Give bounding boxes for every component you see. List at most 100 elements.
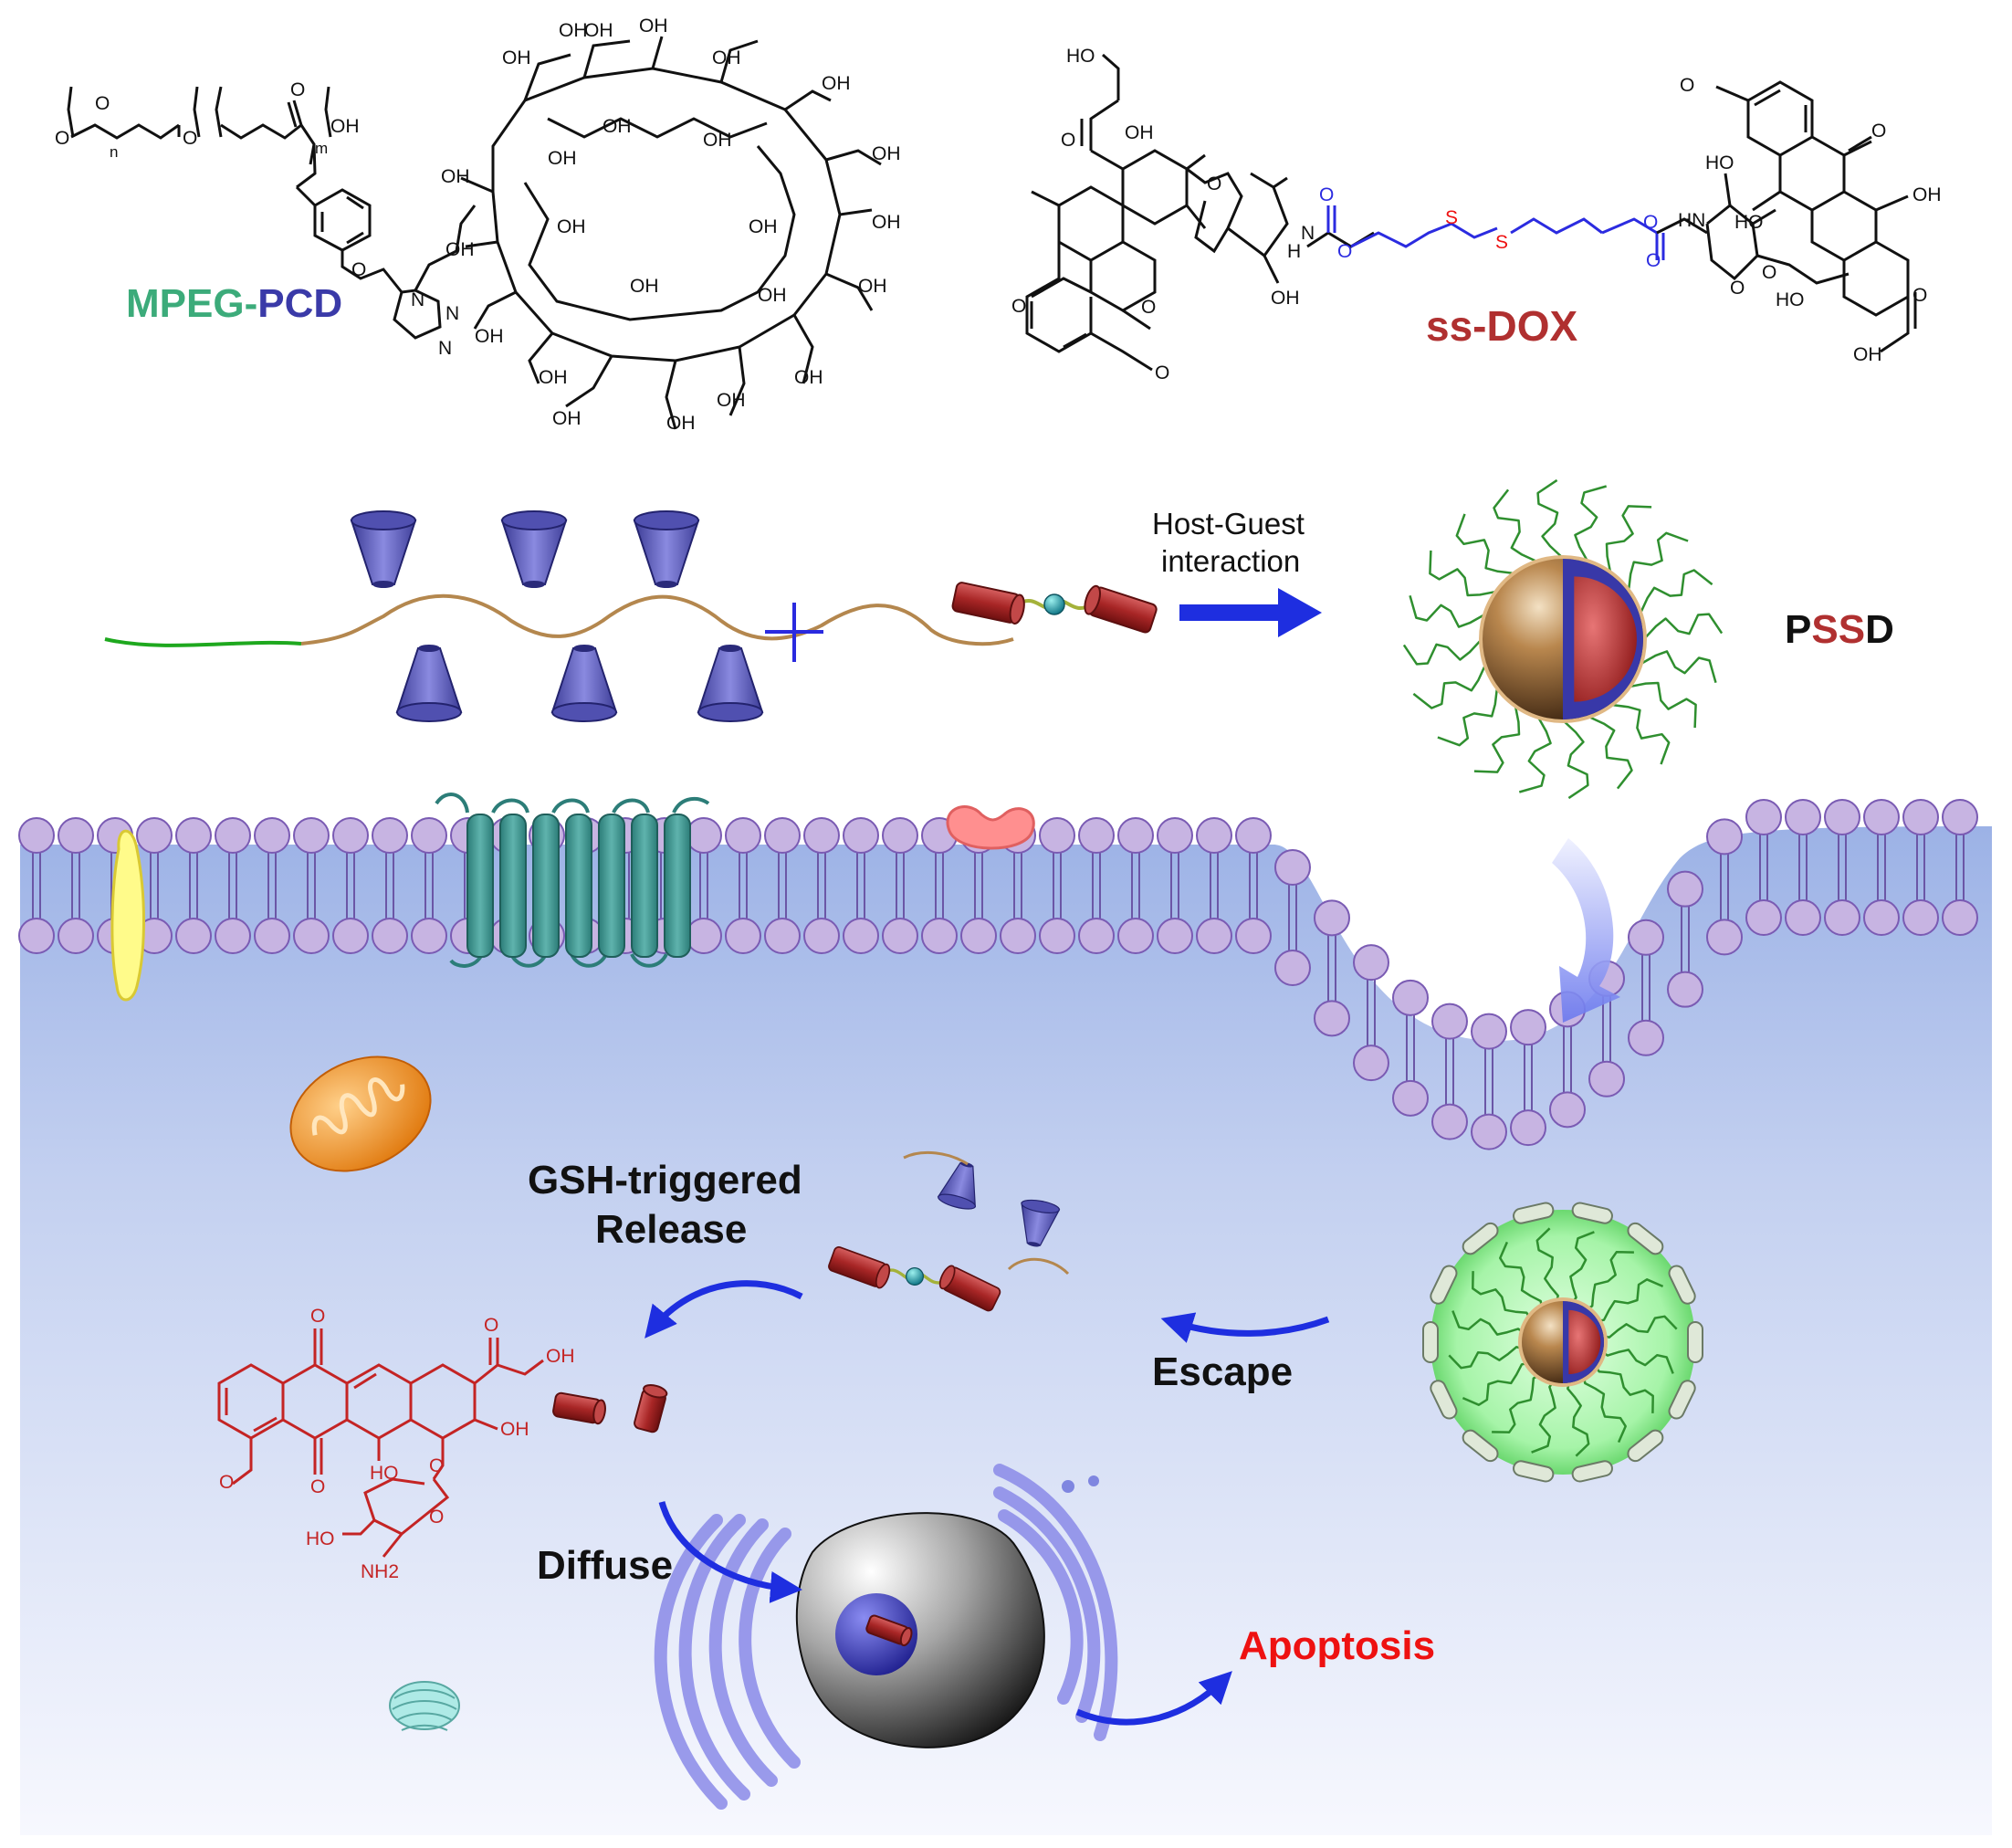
er-cisterna: [708, 1518, 778, 1787]
peg-chain: [1568, 1231, 1595, 1307]
atom-o: O: [95, 93, 110, 114]
nanoparticle: [1448, 1227, 1678, 1457]
peg-chain: [1598, 1315, 1678, 1339]
cone-rim: [697, 702, 763, 722]
cylinder-end: [938, 1265, 956, 1290]
cylinder-end: [875, 1263, 891, 1289]
mpeg-pcd-title: MPEG-PCD: [126, 281, 342, 327]
lipid-head: [1235, 817, 1272, 854]
nanoparticle: [1402, 478, 1724, 800]
lipid-head: [411, 817, 447, 854]
peg-chain: [1536, 478, 1562, 568]
lipid-head: [1667, 870, 1703, 908]
dox-cylinder: [634, 1384, 668, 1433]
lipid-head: [686, 918, 722, 954]
atom-oh: OH: [1125, 122, 1154, 143]
host-guest-arrow: [1179, 588, 1322, 637]
gsh-label-line2: Release: [595, 1207, 748, 1252]
escape-arrow: [1160, 1312, 1330, 1343]
lipid-head: [254, 918, 290, 954]
small-organelle: [389, 1681, 460, 1731]
cylinder-end: [592, 1399, 606, 1425]
ss-dox-cartoon: [951, 582, 1158, 634]
lipid-head: [18, 817, 55, 854]
cone-bottom: [372, 581, 394, 588]
lipid-head: [1667, 971, 1703, 1008]
lipid-head: [686, 817, 722, 854]
atom-oh: OH: [712, 47, 741, 68]
encapsulated-particle: [1448, 1227, 1678, 1457]
lipid-head: [1274, 848, 1311, 886]
vesicle-membrane-segment: [1422, 1321, 1439, 1363]
vesicle-membrane-segment: [1430, 1380, 1458, 1420]
peg-chain: [1632, 650, 1717, 684]
peg-chain: [1451, 1310, 1528, 1337]
atom-hn: HN: [1678, 210, 1705, 231]
polymer-fragment: [1007, 1257, 1070, 1276]
peg-chain: [1592, 1361, 1654, 1413]
vesicle-membrane-segment: [1462, 1222, 1499, 1255]
atom-o: O: [290, 79, 305, 100]
cyclodextrin-cone: [697, 645, 764, 722]
peg-chain: [1499, 1241, 1544, 1312]
lipid-head: [293, 918, 330, 954]
lipid-head: [175, 817, 212, 854]
er-cisterna: [739, 1528, 801, 1769]
cone-bottom: [655, 581, 677, 588]
endosome-vesicle: [1422, 1202, 1703, 1483]
lipid-head: [843, 817, 879, 854]
atom-o: O: [1912, 285, 1927, 306]
atom-oh: OH: [872, 143, 901, 164]
vesicle-membrane-segment: [1513, 1202, 1555, 1224]
lipid-head: [1824, 899, 1860, 936]
lipid-head: [1117, 817, 1154, 854]
release-arrow: [644, 1280, 803, 1339]
peg-chain: [1634, 613, 1724, 638]
pssd-d: D: [1865, 607, 1894, 652]
peg-chain: [1412, 666, 1498, 709]
disulfide-bead: [1043, 593, 1065, 615]
vesicle-membrane-segment: [1668, 1380, 1696, 1420]
cyclodextrin-cone: [550, 645, 618, 722]
atom-oh: OH: [475, 326, 504, 347]
atom-oh: OH: [717, 390, 746, 411]
lipid-head: [882, 918, 918, 954]
atom-o: O: [219, 1472, 234, 1493]
atom-oh: OH: [441, 166, 470, 187]
lipid-head: [1785, 799, 1821, 835]
mitochondrion: [289, 1055, 432, 1172]
cyclodextrin-cone: [937, 1161, 976, 1210]
cone-rim: [1021, 1199, 1060, 1213]
peg-chain: [1455, 513, 1515, 586]
cone-rim: [938, 1193, 976, 1210]
lipid-head: [1471, 1113, 1507, 1150]
drug-core: [1568, 1309, 1601, 1375]
nucleus-with-er: [654, 1464, 1118, 1810]
cyclodextrin-cone: [395, 645, 463, 722]
lipid-head: [1000, 918, 1036, 954]
lipid-head: [1314, 1000, 1350, 1037]
peg-chain: [1437, 687, 1510, 747]
atom-nh2: NH2: [361, 1561, 399, 1582]
lipid-head: [411, 918, 447, 954]
nucleus: [795, 1512, 1045, 1748]
peg-chain: [1462, 1361, 1533, 1406]
lipid-head: [725, 817, 761, 854]
lipid-head: [1745, 799, 1782, 835]
atom-oh: OH: [603, 116, 632, 137]
atom-ho: HO: [1705, 152, 1734, 173]
atom-oh: OH: [858, 276, 887, 297]
er-cisterna: [998, 1509, 1084, 1705]
lipid-head: [1078, 817, 1115, 854]
ss-dox-title: ss-DOX: [1426, 302, 1578, 350]
vesicle-dot: [1062, 1480, 1074, 1493]
lipid-head: [1628, 1019, 1664, 1056]
lipid-head: [803, 817, 840, 854]
peg-chain: [1624, 674, 1697, 729]
mpeg-pcd-polymer-chain: [104, 593, 1014, 647]
pink-receptor: [946, 805, 1035, 850]
peg-chain: [1402, 640, 1492, 666]
atom-n: N: [1301, 223, 1315, 244]
atom-o: O: [1011, 296, 1026, 317]
